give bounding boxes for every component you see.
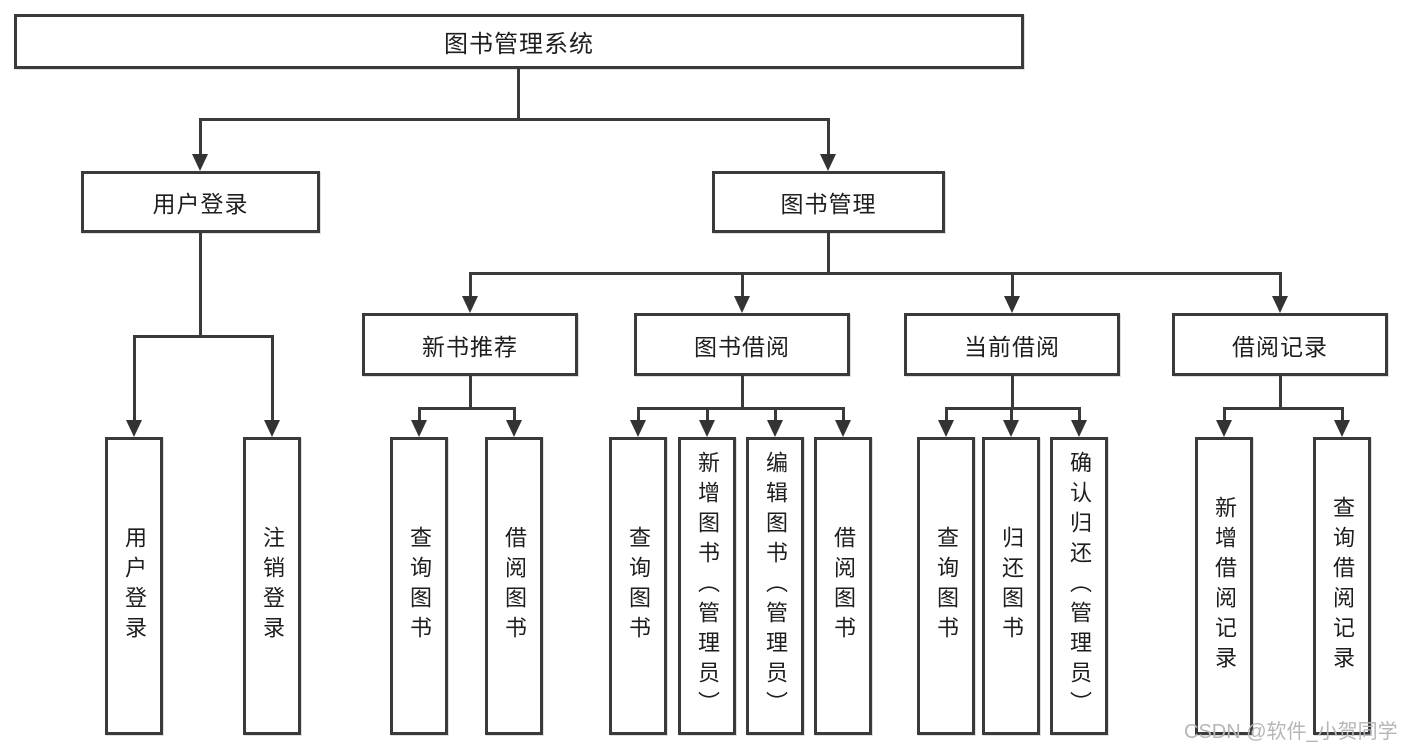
arrowhead-down-icon <box>126 420 142 437</box>
watermark-text: CSDN @软件_小贺同学 <box>1184 721 1398 743</box>
arrowhead-down-icon <box>462 296 478 313</box>
connector-line <box>513 407 516 423</box>
connector-line <box>1078 407 1081 423</box>
leaf-user-login: 用户登录 <box>105 437 163 735</box>
connector-line <box>1223 407 1226 423</box>
connector-line <box>637 407 845 410</box>
leaf-logout: 注销登录 <box>243 437 301 735</box>
node-label: 图书借阅 <box>694 333 790 360</box>
connector-line <box>1279 272 1282 299</box>
node-root-label: 图书管理系统 <box>444 31 594 58</box>
connector-line <box>199 118 202 158</box>
connector-line <box>1341 407 1344 423</box>
leaf-label: 借阅图书 <box>831 526 856 646</box>
connector-line <box>827 118 830 158</box>
arrowhead-down-icon <box>734 296 750 313</box>
arrowhead-down-icon <box>835 420 851 437</box>
arrowhead-down-icon <box>1004 296 1020 313</box>
leaf-label: 查询图书 <box>407 526 432 646</box>
leaf-query-books: 查询图书 <box>917 437 975 735</box>
node-label: 当前借阅 <box>964 333 1060 360</box>
leaf-label: 归还图书 <box>999 526 1024 646</box>
arrowhead-down-icon <box>1272 296 1288 313</box>
connector-line <box>706 407 709 423</box>
arrowhead-down-icon <box>1003 420 1019 437</box>
connector-line <box>469 272 472 299</box>
connector-line <box>842 407 845 423</box>
arrowhead-down-icon <box>630 420 646 437</box>
leaf-label: 用户登录 <box>122 526 147 646</box>
connector-line <box>774 407 777 423</box>
leaf-confirm-return-admin: 确认归还（管理员） <box>1050 437 1108 735</box>
node-label: 借阅记录 <box>1232 333 1328 360</box>
leaf-edit-books-admin: 编辑图书（管理员） <box>746 437 804 735</box>
connector-line <box>133 335 274 338</box>
arrowhead-down-icon <box>1334 420 1350 437</box>
node-user-login: 用户登录 <box>81 171 320 233</box>
connector-line <box>1011 375 1014 409</box>
arrowhead-down-icon <box>192 154 208 171</box>
arrowhead-down-icon <box>1071 420 1087 437</box>
leaf-label: 查询图书 <box>934 526 959 646</box>
leaf-label: 注销登录 <box>260 526 285 646</box>
node-root: 图书管理系统 <box>14 14 1024 69</box>
node-label: 用户登录 <box>152 191 249 217</box>
leaf-borrow-books: 借阅图书 <box>485 437 543 735</box>
leaf-add-borrow-record: 新增借阅记录 <box>1195 437 1253 735</box>
connector-line <box>469 272 1282 275</box>
connector-line <box>133 335 136 423</box>
arrowhead-down-icon <box>506 420 522 437</box>
connector-line <box>418 407 421 423</box>
connector-line <box>1010 407 1013 423</box>
arrowhead-down-icon <box>938 420 954 437</box>
leaf-label: 编辑图书（管理员） <box>763 451 788 721</box>
leaf-query-books: 查询图书 <box>609 437 667 735</box>
arrowhead-down-icon <box>820 154 836 171</box>
node-new-book-recommend: 新书推荐 <box>362 313 578 376</box>
leaf-label: 查询图书 <box>626 526 651 646</box>
node-label: 新书推荐 <box>422 333 518 360</box>
connector-line <box>1011 272 1014 299</box>
node-label: 图书管理 <box>780 191 877 217</box>
arrowhead-down-icon <box>264 420 280 437</box>
connector-line <box>199 232 202 337</box>
connector-line <box>199 118 830 121</box>
node-book-borrowing: 图书借阅 <box>634 313 850 376</box>
leaf-label: 新增图书（管理员） <box>695 451 720 721</box>
leaf-return-books: 归还图书 <box>982 437 1040 735</box>
connector-line <box>741 272 744 299</box>
arrowhead-down-icon <box>411 420 427 437</box>
arrowhead-down-icon <box>1216 420 1232 437</box>
connector-line <box>469 375 472 409</box>
leaf-label: 借阅图书 <box>502 526 527 646</box>
connector-line <box>827 232 830 274</box>
leaf-label: 查询借阅记录 <box>1330 496 1355 676</box>
connector-line <box>1279 375 1282 409</box>
leaf-label: 确认归还（管理员） <box>1067 451 1092 721</box>
leaf-add-books-admin: 新增图书（管理员） <box>678 437 736 735</box>
connector-line <box>1223 407 1344 410</box>
leaf-label: 新增借阅记录 <box>1212 496 1237 676</box>
node-borrowing-records: 借阅记录 <box>1172 313 1388 376</box>
connector-line <box>945 407 1081 410</box>
node-current-borrowing: 当前借阅 <box>904 313 1120 376</box>
node-book-management: 图书管理 <box>712 171 945 233</box>
connector-line <box>637 407 640 423</box>
leaf-borrow-books: 借阅图书 <box>814 437 872 735</box>
arrowhead-down-icon <box>699 420 715 437</box>
connector-line <box>517 68 520 120</box>
connector-line <box>945 407 948 423</box>
leaf-query-books: 查询图书 <box>390 437 448 735</box>
connector-line <box>271 335 274 423</box>
leaf-query-borrow-record: 查询借阅记录 <box>1313 437 1371 735</box>
connector-line <box>741 375 744 409</box>
arrowhead-down-icon <box>767 420 783 437</box>
connector-line <box>418 407 516 410</box>
